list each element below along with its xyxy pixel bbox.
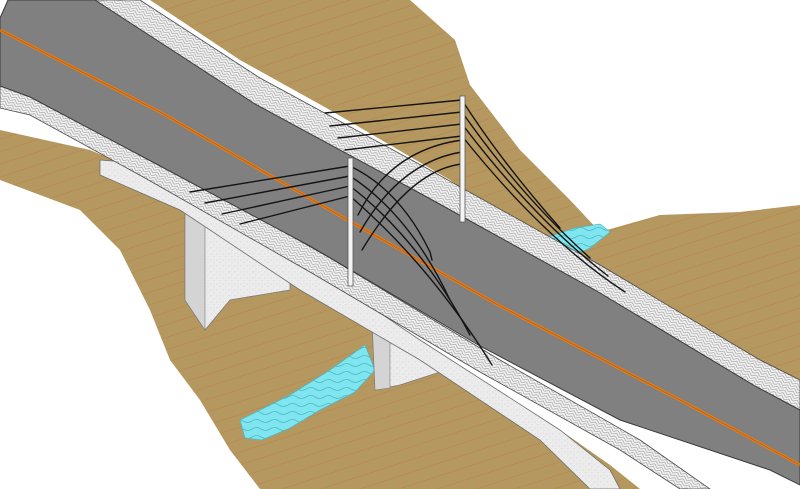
far-pylon — [459, 95, 466, 223]
stay-cable — [349, 195, 493, 366]
stay-cable — [189, 165, 351, 193]
road-center-line-edge — [0, 29, 800, 466]
stay-cable — [204, 175, 351, 204]
stay-cable — [239, 195, 351, 225]
stay-cable — [359, 151, 463, 233]
stay-cable — [461, 123, 609, 277]
stay-cable — [324, 99, 463, 114]
stay-cable — [461, 135, 626, 293]
river-water-lower-waves — [240, 345, 375, 440]
stay-cable — [461, 99, 561, 229]
near-pylon — [347, 157, 354, 287]
stay-cable — [221, 185, 351, 215]
stay-cable — [349, 175, 451, 301]
stay-cable — [461, 111, 591, 259]
stay-cable — [349, 165, 433, 261]
stay-cable — [357, 139, 463, 216]
stay-cable — [329, 111, 463, 127]
stay-cables — [189, 99, 626, 366]
stay-cable — [361, 163, 463, 251]
stay-cable — [344, 135, 463, 151]
stay-cable — [337, 123, 463, 139]
